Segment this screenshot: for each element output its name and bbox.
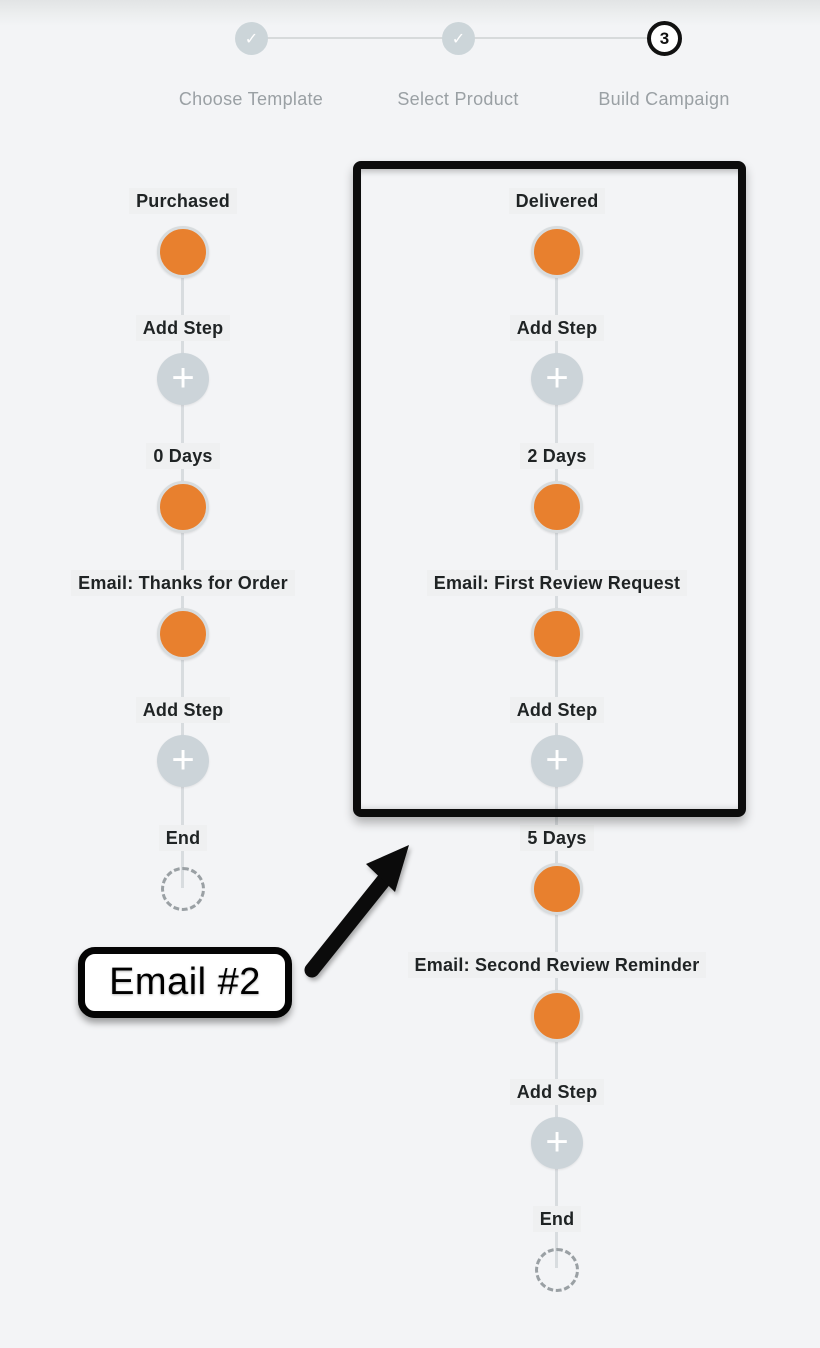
flow-node-email-second-review: Email: Second Review Reminder <box>357 952 757 1042</box>
stepper-label-choose-template: Choose Template <box>178 89 324 109</box>
flow-node-email-first-review: Email: First Review Request <box>357 570 757 660</box>
node-label: Add Step <box>135 697 231 723</box>
event-node-circle[interactable] <box>157 608 209 660</box>
stepper-label-build-campaign: Build Campaign <box>598 89 730 109</box>
event-node-circle[interactable] <box>531 608 583 660</box>
event-node-circle[interactable] <box>531 226 583 278</box>
flow-column-purchased: Purchased Add Step + 0 Days Email: Thank… <box>0 0 383 1348</box>
node-label: Purchased <box>129 188 237 214</box>
node-label: 2 Days <box>520 443 594 469</box>
node-label: End <box>158 825 208 851</box>
add-step-button[interactable]: + <box>531 1117 583 1169</box>
stepper-label-select-product: Select Product <box>397 89 519 109</box>
flow-node-end: End <box>0 825 383 911</box>
flow-column-delivered: Delivered Add Step + 2 Days Email: First… <box>357 0 757 1348</box>
node-label: Add Step <box>509 315 605 341</box>
flow-node-purchased: Purchased <box>0 188 383 278</box>
wizard-stepper: ✓ ✓ 3 Choose Template Select Product Bui… <box>0 0 820 130</box>
annotation-callout-text: Email #2 <box>109 961 261 1003</box>
node-label: Email: Thanks for Order <box>71 570 295 596</box>
node-label: Add Step <box>509 697 605 723</box>
stepper-step-2-circle[interactable]: ✓ <box>442 22 475 55</box>
event-node-circle[interactable] <box>157 226 209 278</box>
event-node-circle[interactable] <box>531 863 583 915</box>
add-step-button[interactable]: + <box>157 735 209 787</box>
flow-node-0-days: 0 Days <box>0 443 383 533</box>
flow-node-2-days: 2 Days <box>357 443 757 533</box>
flow-node-delivered: Delivered <box>357 188 757 278</box>
end-node-circle <box>161 867 205 911</box>
check-icon: ✓ <box>244 30 259 48</box>
node-label: Add Step <box>135 315 231 341</box>
plus-icon: + <box>545 355 569 400</box>
node-label: Delivered <box>508 188 606 214</box>
stepper-step-3-circle[interactable]: 3 <box>647 21 682 56</box>
node-label: 0 Days <box>146 443 220 469</box>
flow-node-add-step: Add Step + <box>0 315 383 405</box>
plus-icon: + <box>545 1119 569 1164</box>
flow-node-email-thanks: Email: Thanks for Order <box>0 570 383 660</box>
event-node-circle[interactable] <box>531 481 583 533</box>
add-step-button[interactable]: + <box>531 735 583 787</box>
step-number: 3 <box>659 28 670 48</box>
node-label: Add Step <box>509 1079 605 1105</box>
plus-icon: + <box>545 737 569 782</box>
flow-node-end: End <box>357 1206 757 1292</box>
node-label: End <box>532 1206 582 1232</box>
add-step-button[interactable]: + <box>531 353 583 405</box>
node-label: Email: First Review Request <box>426 570 688 596</box>
add-step-button[interactable]: + <box>157 353 209 405</box>
event-node-circle[interactable] <box>157 481 209 533</box>
end-node-circle <box>535 1248 579 1292</box>
annotation-callout: Email #2 <box>78 947 292 1018</box>
flow-node-5-days: 5 Days <box>357 825 757 915</box>
node-label: Email: Second Review Reminder <box>407 952 707 978</box>
plus-icon: + <box>171 355 195 400</box>
stepper-step-1-circle[interactable]: ✓ <box>235 22 268 55</box>
flow-node-add-step: Add Step + <box>357 1079 757 1169</box>
event-node-circle[interactable] <box>531 990 583 1042</box>
flow-node-add-step: Add Step + <box>357 697 757 787</box>
check-icon: ✓ <box>451 30 466 48</box>
node-label: 5 Days <box>520 825 594 851</box>
flow-node-add-step: Add Step + <box>357 315 757 405</box>
plus-icon: + <box>171 737 195 782</box>
flow-node-add-step: Add Step + <box>0 697 383 787</box>
